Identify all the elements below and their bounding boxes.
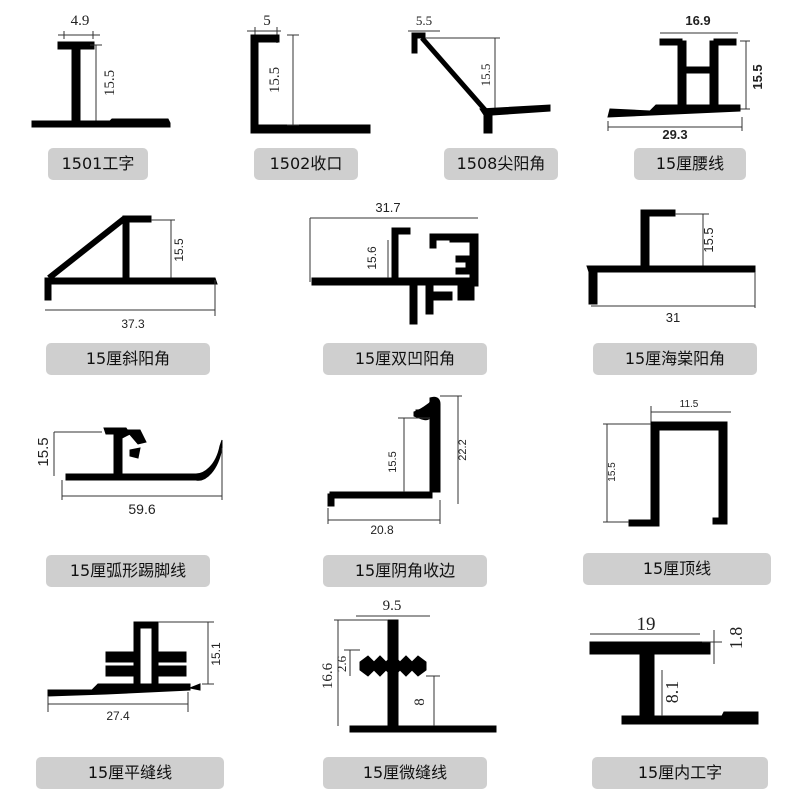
profile-1502-caption: 1502收口 — [254, 148, 358, 180]
dim-height: 15.1 — [209, 642, 223, 666]
profile-waistline-caption: 15厘腰线 — [634, 148, 746, 180]
profile-slanted-corner-drawing: 15.5 37.3 — [44, 215, 218, 331]
dim-height: 15.5 — [35, 437, 52, 466]
dim-width: 59.6 — [128, 501, 155, 517]
dim-top: 16.9 — [685, 13, 710, 28]
dim-height: 15.5 — [267, 67, 283, 93]
profile-inner-i-beam-drawing: 19 1.8 8.1 — [589, 614, 759, 725]
profile-arc-skirting-caption: 15厘弧形踢脚线 — [46, 555, 210, 587]
dim-flange: 1.8 — [726, 627, 746, 650]
profile-top-line-drawing: 11.5 15.5 — [603, 399, 731, 527]
dim-top: 11.5 — [680, 399, 699, 410]
profile-inner-corner-trim-caption: 15厘阴角收边 — [323, 555, 487, 587]
profile-1508-drawing: 5.5 15.5 — [408, 13, 551, 134]
profile-waistline-drawing: 16.9 15.5 29.3 — [607, 13, 765, 140]
dim-width: 5 — [263, 13, 271, 29]
profile-flat-joint-caption: 15厘平缝线 — [36, 757, 224, 789]
dim-height: 15.5 — [607, 462, 618, 482]
profile-1501-caption: 1501工字 — [48, 148, 148, 180]
dim-width: 31 — [666, 310, 680, 325]
dim-teeth: 2.6 — [334, 655, 349, 672]
profile-slanted-corner-caption: 15厘斜阳角 — [46, 343, 210, 375]
profile-begonia-corner-drawing: 15.5 31 — [586, 209, 756, 325]
dim-height: 8.1 — [662, 681, 682, 704]
dim-height: 15.5 — [701, 227, 716, 252]
dim-width: 5.5 — [416, 13, 432, 28]
profile-1502-drawing: 5 15.5 — [247, 13, 371, 134]
dim-width: 27.4 — [106, 709, 130, 723]
dim-height: 15.5 — [478, 64, 493, 87]
profile-double-groove-corner-caption: 15厘双凹阳角 — [323, 343, 487, 375]
profile-top-line-caption: 15厘顶线 — [583, 553, 771, 585]
dim-height: 15.5 — [750, 64, 765, 89]
dim-height: 15.6 — [365, 246, 379, 270]
profile-1501-drawing: 4.9 15.5 — [31, 13, 171, 128]
profile-micro-joint-caption: 15厘微缝线 — [323, 757, 487, 789]
profile-micro-joint-drawing: 9.5 16.6 2.6 8 — [320, 598, 497, 733]
dim-top: 9.5 — [383, 598, 402, 614]
dim-height: 16.6 — [320, 662, 336, 689]
dim-width: 37.3 — [121, 317, 145, 331]
dim-width: 4.9 — [71, 13, 90, 29]
dim-bottom: 29.3 — [662, 127, 687, 140]
profile-inner-i-beam-caption: 15厘内工字 — [592, 757, 768, 789]
profile-1508-caption: 1508尖阳角 — [444, 148, 558, 180]
dim-width: 19 — [637, 614, 656, 635]
dim-mid-height: 15.5 — [387, 451, 399, 472]
dim-base: 8 — [412, 698, 428, 706]
dim-width: 20.8 — [370, 523, 394, 537]
profile-double-groove-corner-drawing: 31.7 15.6 — [309, 200, 479, 325]
profile-begonia-corner-caption: 15厘海棠阳角 — [593, 343, 757, 375]
dim-height: 15.5 — [102, 70, 118, 96]
dim-height: 15.5 — [172, 238, 186, 262]
dim-total-height: 22.2 — [457, 439, 469, 460]
profile-inner-corner-trim-drawing: 15.5 22.2 20.8 — [327, 395, 469, 537]
profile-arc-skirting-drawing: 15.5 59.6 — [35, 427, 223, 517]
profile-flat-joint-drawing: 15.1 27.4 — [47, 621, 223, 723]
dim-width: 31.7 — [375, 200, 400, 215]
